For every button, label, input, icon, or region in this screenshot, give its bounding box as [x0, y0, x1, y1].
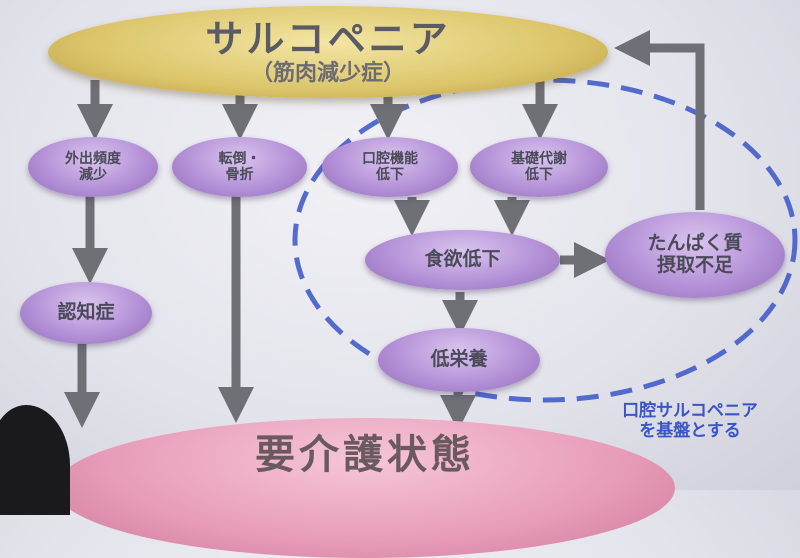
care-needed-node: 要介護状態 [55, 418, 675, 558]
protein-line-2: 摂取不足 [656, 254, 733, 276]
outing-node: 外出頻度 減少 [28, 137, 158, 197]
basal-metabolism-line-2: 低下 [525, 167, 553, 183]
sarcopenia-title: サルコペニア [205, 16, 451, 61]
basal-metabolism-line-1: 基礎代謝 [511, 150, 567, 167]
dashed-group-outline [292, 77, 798, 403]
dementia-label: 認知症 [57, 301, 115, 324]
sarcopenia-node: サルコペニア （筋肉減少症） [48, 6, 608, 98]
connectors-layer [64, 30, 798, 431]
fall-line-1: 転倒・ [218, 150, 261, 167]
oral-function-line-2: 低下 [376, 167, 404, 183]
malnutrition-label: 低栄養 [430, 348, 488, 371]
outing-line-1: 外出頻度 [65, 150, 121, 167]
diagram: サルコペニア （筋肉減少症） 外出頻度 減少 転倒・ 骨折 口腔機能 低下 基礎… [0, 6, 798, 558]
oral-function-line-1: 口腔機能 [362, 150, 418, 167]
fall-node: 転倒・ 骨折 [172, 137, 307, 197]
caption-line-2: を基盤とする [639, 420, 741, 441]
outing-line-2: 減少 [79, 167, 107, 183]
fall-line-2: 骨折 [225, 167, 254, 183]
caption-line-1: 口腔サルコペニア [622, 401, 758, 421]
dementia-node: 認知症 [20, 282, 152, 344]
basal-metabolism-node: 基礎代謝 低下 [470, 137, 608, 197]
malnutrition-node: 低栄養 [378, 328, 540, 392]
appetite-node: 食欲低下 [365, 230, 560, 290]
oral-function-node: 口腔機能 低下 [322, 137, 458, 197]
protein-line-1: たんぱく質 [647, 232, 743, 255]
arrow-protein-to-top [614, 30, 705, 210]
appetite-label: 食欲低下 [424, 248, 501, 271]
sarcopenia-subtitle: （筋肉減少症） [250, 61, 405, 87]
protein-node: たんぱく質 摂取不足 [605, 212, 785, 298]
oral-sarcopenia-caption: 口腔サルコペニア を基盤とする [590, 401, 790, 441]
care-needed-label: 要介護状態 [255, 432, 475, 478]
